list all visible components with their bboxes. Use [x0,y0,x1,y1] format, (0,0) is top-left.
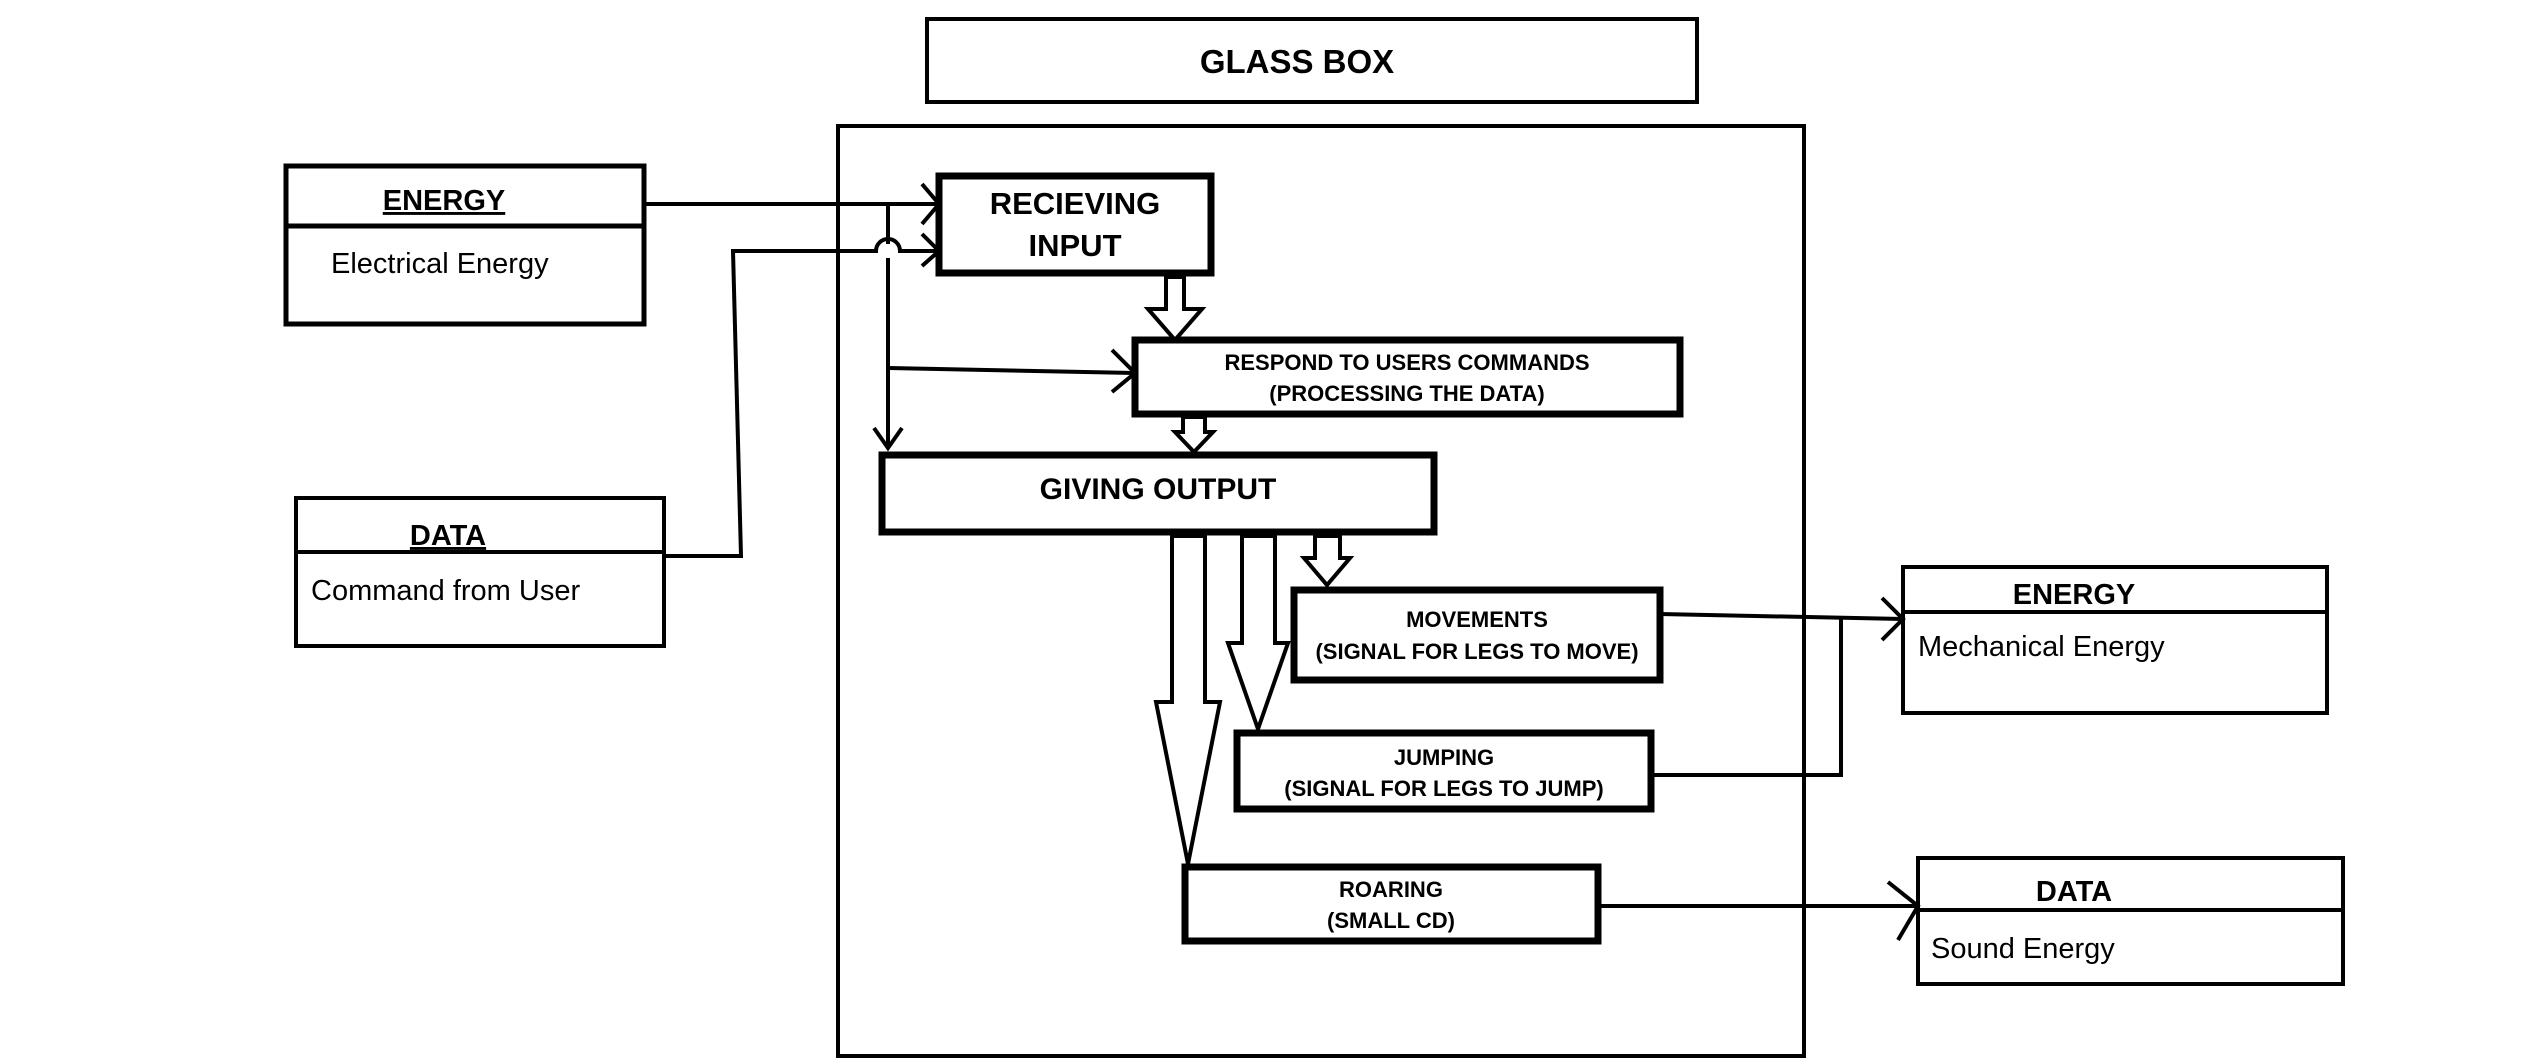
roaring-line2: (SMALL CD) [1327,908,1455,933]
title-box: GLASS BOX [925,17,1699,104]
input-energy-header: ENERGY [383,185,505,217]
arrowhead-respond [1110,348,1138,394]
receiving-to-respond-block-arrow [1143,275,1207,344]
output-energy-box: ENERGY Mechanical Energy [1901,565,2329,715]
output-to-roaring-block-arrow [1153,534,1223,865]
hollow-arrows [1143,275,1355,865]
respond-line2: (PROCESSING THE DATA) [1269,381,1544,406]
respond-line1: RESPOND TO USERS COMMANDS [1224,350,1589,375]
output-data-header: DATA [2036,876,2112,908]
input-data-value: Command from User [311,575,580,607]
arrowhead-mechanical [1880,596,1906,642]
data-to-receiving-arrow [664,237,939,558]
connector-lines [644,182,1921,942]
respond-to-output-block-arrow [1170,415,1218,455]
arrowhead-output-branch [872,426,904,452]
input-energy-box: ENERGY Electrical Energy [283,163,647,327]
input-data-box: DATA Command from User [294,496,666,648]
movements-to-energy-line [1659,612,1904,621]
jumping-line1: JUMPING [1394,745,1494,770]
jumping-line2: (SIGNAL FOR LEGS TO JUMP) [1284,776,1603,801]
receiving-input-box: RECIEVING INPUT [935,172,1215,277]
receiving-line1: RECIEVING [990,186,1161,221]
movements-box: MOVEMENTS (SIGNAL FOR LEGS TO MOVE) [1290,586,1664,684]
giving-output-label: GIVING OUTPUT [1040,473,1277,506]
roaring-line1: ROARING [1339,877,1443,902]
output-energy-header: ENERGY [2013,579,2135,611]
output-data-box: DATA Sound Energy [1916,856,2345,986]
receiving-line2: INPUT [1029,228,1122,263]
branch-to-respond-arrow [887,366,1136,375]
roaring-box: ROARING (SMALL CD) [1181,863,1602,945]
movements-line1: MOVEMENTS [1406,607,1548,632]
jumping-box: JUMPING (SIGNAL FOR LEGS TO JUMP) [1233,729,1655,813]
arrowhead-energy [920,182,942,226]
arrowhead-data [920,232,942,268]
movements-line2: (SIGNAL FOR LEGS TO MOVE) [1315,639,1638,664]
input-data-header: DATA [410,520,486,552]
glass-box-container [836,124,1806,1058]
output-to-movements-block-arrow [1299,534,1355,589]
page-title: GLASS BOX [1200,43,1394,80]
output-to-jumping-block-arrow [1225,534,1291,736]
arrowhead-sound [1886,880,1921,942]
jumping-to-energy-line [1651,619,1843,777]
output-data-value: Sound Energy [1931,933,2115,965]
input-energy-value: Electrical Energy [331,248,549,280]
giving-output-box: GIVING OUTPUT [878,451,1438,536]
output-energy-value: Mechanical Energy [1918,631,2165,663]
respond-commands-box: RESPOND TO USERS COMMANDS (PROCESSING TH… [1131,336,1684,418]
